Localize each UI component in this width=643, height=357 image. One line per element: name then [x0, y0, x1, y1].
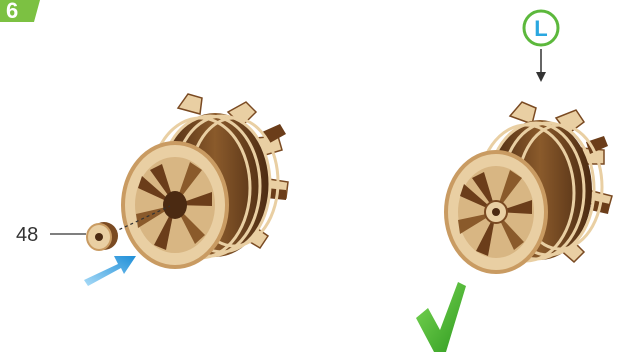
arrow-down-icon	[536, 49, 546, 82]
part-label: 48	[16, 224, 38, 246]
step-badge: 6	[0, 0, 40, 23]
right-assembly	[446, 102, 612, 272]
left-assembly	[123, 94, 288, 267]
marker-letter: L	[534, 16, 547, 41]
inserted-part-hole	[492, 208, 500, 216]
center-hole	[163, 191, 187, 219]
step-number: 6	[6, 0, 18, 23]
checkmark-icon	[416, 282, 466, 352]
part-48	[87, 222, 118, 250]
marker-l: L	[524, 11, 558, 45]
part-48-hole	[95, 233, 103, 241]
arrow-icon	[84, 256, 136, 286]
